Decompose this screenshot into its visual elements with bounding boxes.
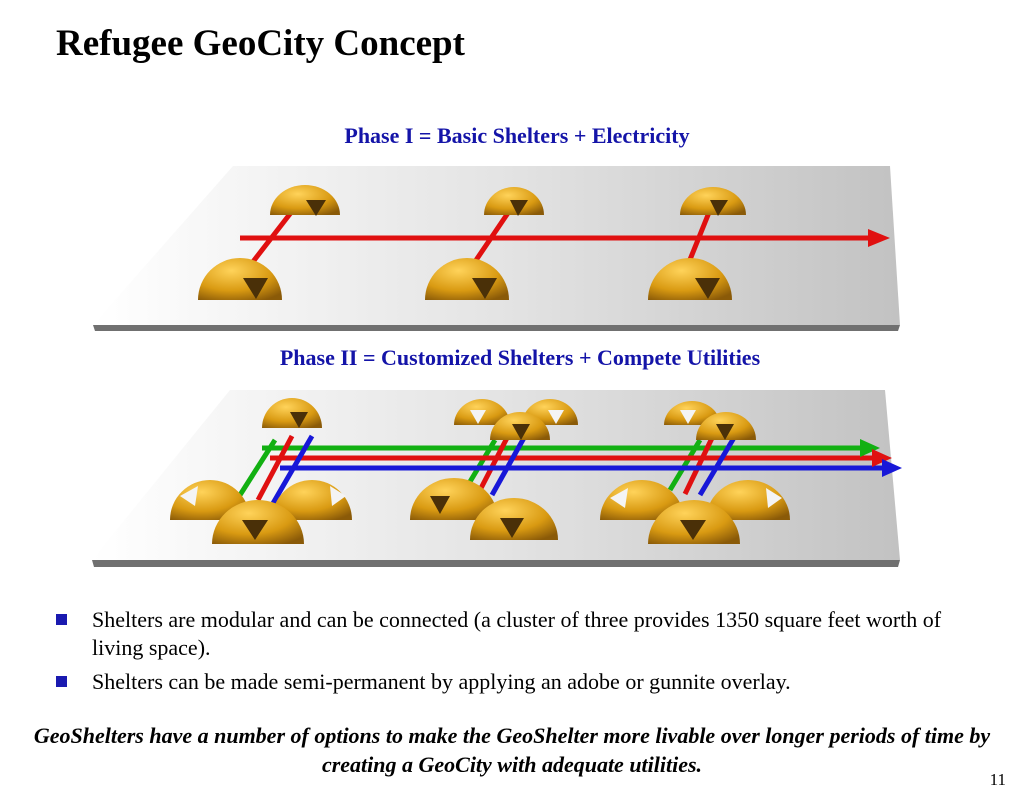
arrow-icon xyxy=(860,439,880,457)
page-number: 11 xyxy=(989,770,1006,789)
bullet-item: Shelters can be made semi-permanent by a… xyxy=(54,668,954,696)
dome-shelter-icon xyxy=(484,187,544,216)
bullet-list: Shelters are modular and can be connecte… xyxy=(54,606,954,702)
dome-shelter-icon xyxy=(272,480,352,520)
closing-note: GeoShelters have a number of options to … xyxy=(33,723,991,777)
dome-shelter-icon xyxy=(664,401,720,425)
dome-shelter-icon xyxy=(212,500,304,544)
bullet-text: Shelters are modular and can be connecte… xyxy=(92,607,942,660)
dome-shelter-icon xyxy=(648,258,732,300)
dome-shelter-icon xyxy=(600,480,684,520)
dome-shelter-icon xyxy=(490,412,550,440)
ground-plate xyxy=(93,166,900,325)
dome-shelter-icon xyxy=(270,185,340,216)
plate-edge xyxy=(92,560,900,567)
dome-shelter-icon xyxy=(470,498,558,540)
dome-shelter-icon xyxy=(262,398,322,428)
square-bullet-icon xyxy=(56,614,67,625)
dome-shelter-icon xyxy=(454,399,510,425)
bullet-item: Shelters are modular and can be connecte… xyxy=(54,606,954,662)
electric-lines xyxy=(255,434,872,502)
water-lines xyxy=(237,438,860,497)
arrow-icon xyxy=(882,459,902,477)
dome-shelter-icon xyxy=(696,412,756,440)
dome-shelter-icon xyxy=(198,258,282,300)
phase2-diagram xyxy=(92,390,902,567)
dome-shelter-icon xyxy=(648,500,740,544)
arrow-icon xyxy=(872,449,892,467)
dome-shelter-icon xyxy=(425,258,509,300)
dome-shelter-icon xyxy=(680,187,746,216)
dome-shelter-icon xyxy=(410,478,498,520)
comm-lines xyxy=(269,434,882,507)
slide-title: Refugee GeoCity Concept xyxy=(56,23,465,64)
phase1-caption: Phase I = Basic Shelters + Electricity xyxy=(344,123,690,148)
plate-edge xyxy=(93,325,900,331)
square-bullet-icon xyxy=(56,676,67,687)
phase1-diagram xyxy=(93,166,900,331)
arrow-icon xyxy=(868,229,890,247)
bullet-text: Shelters can be made semi-permanent by a… xyxy=(92,669,791,694)
dome-shelter-icon xyxy=(706,480,790,520)
phase2-caption: Phase II = Customized Shelters + Compete… xyxy=(279,345,761,370)
